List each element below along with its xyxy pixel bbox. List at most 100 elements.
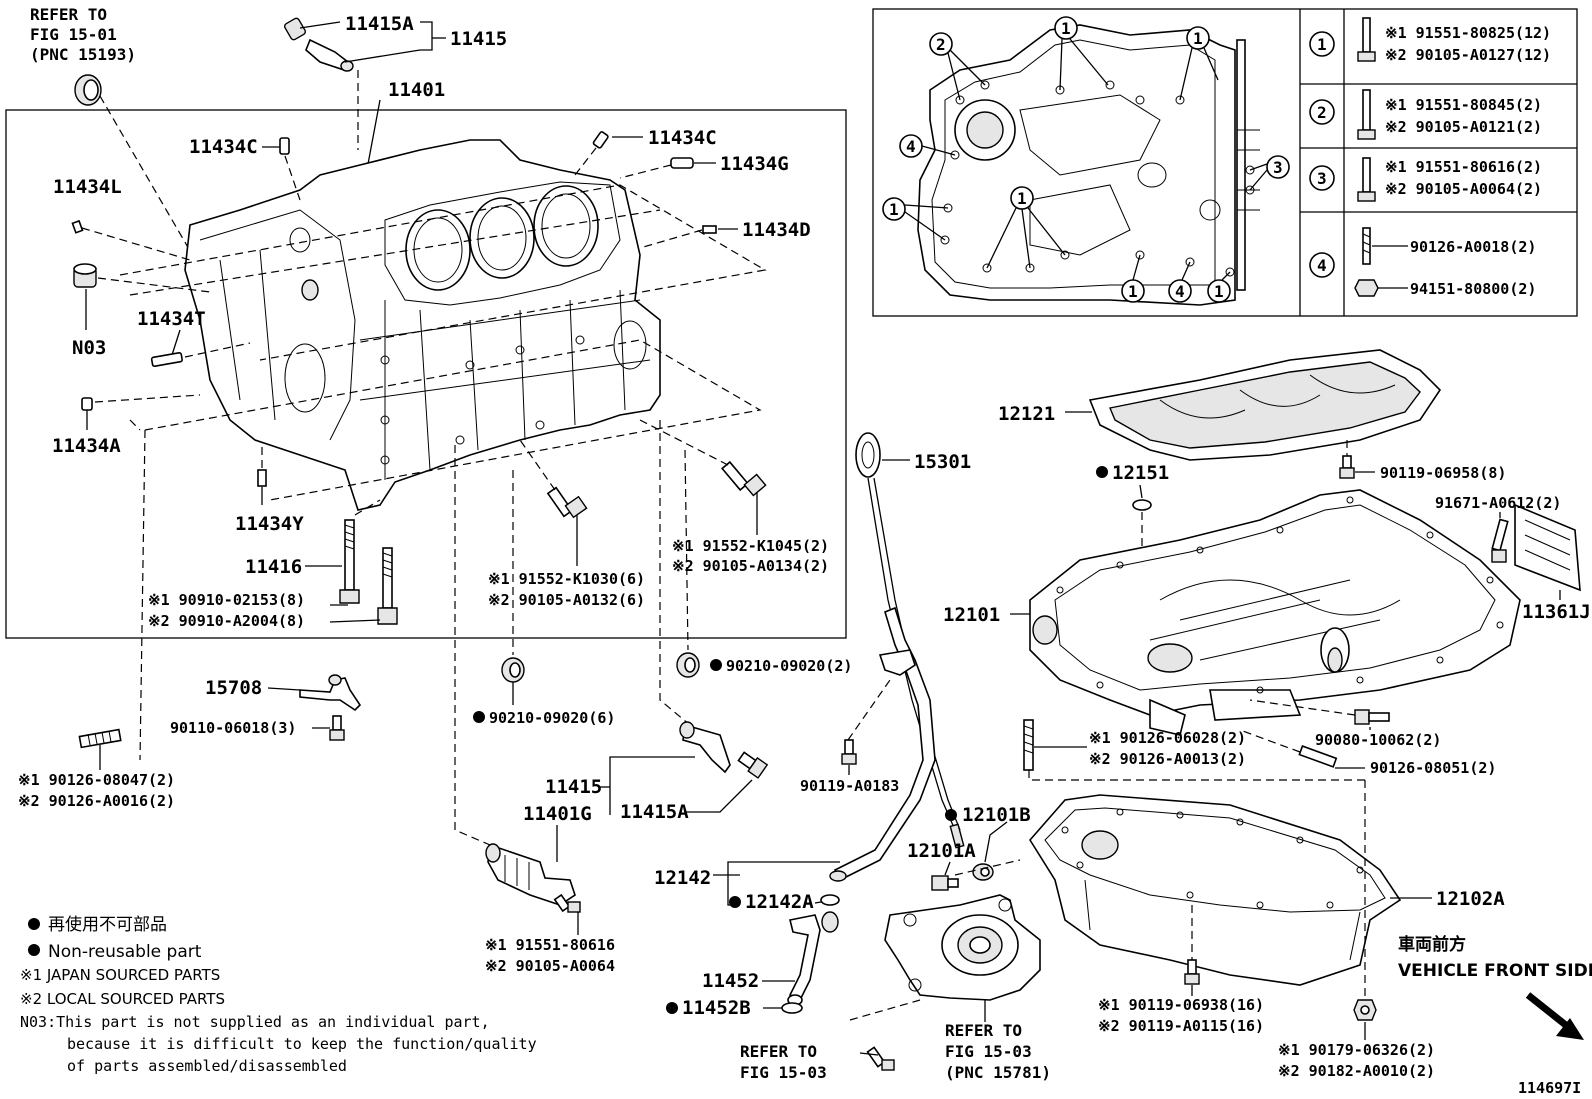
- gasket-90210-2: [676, 652, 700, 678]
- dipstick-guide-12142: [829, 606, 936, 882]
- svg-text:1: 1: [1128, 282, 1138, 301]
- stud-90126-06028: [1023, 719, 1034, 771]
- bolt-91552-K1045: [721, 460, 767, 497]
- stud-90126-08051: [1298, 745, 1338, 768]
- row4-line2: 94151-80800(2): [1410, 280, 1536, 298]
- row3-line2: ※2 90105-A0064(2): [1385, 180, 1542, 198]
- label-11434D: 11434D: [742, 219, 811, 241]
- label-11415-top: 11415: [450, 28, 507, 50]
- label-11434G: 11434G: [720, 153, 789, 175]
- bolt-11416: [339, 519, 398, 625]
- label-11434A: 11434A: [52, 435, 121, 457]
- label-90119-06938: ※1 90119-06938(16): [1098, 996, 1264, 1014]
- stud-90126-08047: [78, 728, 122, 749]
- label-90105-A0134: ※2 90105-A0134(2): [672, 557, 829, 575]
- row4-number: 4: [1317, 256, 1327, 275]
- label-91552-K1030: ※1 91552-K1030(6): [488, 570, 645, 588]
- oring-12151: [1132, 499, 1152, 511]
- pin-11434L: [71, 219, 84, 234]
- bolt-90119-A0183: [841, 739, 857, 765]
- legend-note2: ※2 LOCAL SOURCED PARTS: [20, 990, 225, 1008]
- row1-line1: ※1 91551-80825(12): [1385, 24, 1551, 42]
- svg-text:4: 4: [906, 137, 916, 156]
- oil-seal-ring: [74, 74, 102, 106]
- label-90210-2: 90210-09020(2): [726, 657, 852, 675]
- legend-n03-line2: because it is difficult to keep the func…: [67, 1035, 537, 1053]
- gasket-90210-6: [501, 657, 525, 683]
- row3-number: 3: [1317, 169, 1327, 188]
- svg-text:2: 2: [936, 35, 946, 54]
- plug-N03: [73, 263, 97, 288]
- ref-top-left-line1: REFER TO: [30, 5, 107, 24]
- label-90179-06326: ※1 90179-06326(2): [1278, 1041, 1435, 1059]
- front-side-jp: 車両前方: [1398, 934, 1466, 955]
- bolt-90110-06018: [329, 715, 345, 741]
- label-11401: 11401: [388, 79, 445, 101]
- label-11415A-low: 11415A: [620, 801, 689, 823]
- bolt-90080-10062: [1354, 709, 1390, 725]
- front-direction-arrow: [1525, 992, 1584, 1040]
- nut-90179-06326: [1353, 999, 1377, 1021]
- label-11361J: 11361J: [1522, 601, 1591, 623]
- label-11452B: 11452B: [682, 997, 751, 1019]
- legend: 再使用不可部品 Non-reusable part ※1 JAPAN SOURC…: [20, 914, 537, 1075]
- ref-bottom-right-line1: REFER TO: [945, 1021, 1022, 1040]
- bolt-table-row-2: 2 ※1 91551-80845(2) ※2 90105-A0121(2): [1309, 89, 1542, 140]
- label-90126-08051: 90126-08051(2): [1370, 759, 1496, 777]
- front-side-en: VEHICLE FRONT SIDE: [1398, 961, 1592, 981]
- inset-callouts: 1 1 2 4 1 1 3 1 4 1: [882, 16, 1290, 303]
- legend-en: Non-reusable part: [48, 942, 202, 962]
- bolt-table-row-4: 4 90126-A0018(2) 94151-80800(2): [1309, 227, 1536, 298]
- legend-n03-line1: N03:This part is not supplied as an indi…: [20, 1013, 490, 1031]
- row2-line2: ※2 90105-A0121(2): [1385, 118, 1542, 136]
- label-91671-A0612: 91671-A0612(2): [1435, 494, 1561, 512]
- pin-11434Y: [257, 469, 267, 487]
- label-90126-06028: ※1 90126-06028(2): [1089, 729, 1246, 747]
- row2-line1: ※1 91551-80845(2): [1385, 96, 1542, 114]
- bolt-91551-80616-low: [553, 893, 581, 913]
- label-90210-6: 90210-09020(6): [489, 709, 615, 727]
- bolt-table-row-3: 3 ※1 91551-80616(2) ※2 90105-A0064(2): [1309, 157, 1542, 202]
- bolt-layout-inset-frame: [872, 8, 1578, 317]
- label-90182-A0010: ※2 90182-A0010(2): [1278, 1062, 1435, 1080]
- label-11434C-left: 11434C: [189, 136, 258, 158]
- label-90126-A0016: ※2 90126-A0016(2): [18, 792, 175, 810]
- svg-text:1: 1: [1193, 29, 1203, 48]
- label-12101: 12101: [943, 604, 1000, 626]
- row4-line1: 90126-A0018(2): [1410, 238, 1536, 256]
- bolt-90910-A2004: ※2 90910-A2004(8): [148, 612, 305, 630]
- label-11434T: 11434T: [137, 308, 206, 330]
- pin-11434C-right: [592, 131, 609, 149]
- drain-plug-12101A: [931, 875, 959, 891]
- svg-text:4: 4: [1175, 282, 1185, 301]
- label-12142A: 12142A: [745, 891, 814, 913]
- bolt-refer-fig15-03: [866, 1046, 895, 1071]
- oil-filter-bracket: [884, 894, 1041, 1001]
- svg-text:1: 1: [1017, 189, 1027, 208]
- lower-oil-pan-12102A: [1029, 794, 1402, 986]
- label-11415A-top: 11415A: [345, 13, 414, 35]
- cylinder-block: [184, 139, 661, 511]
- label-11401G: 11401G: [523, 803, 592, 825]
- oring-12142A: [820, 894, 840, 906]
- label-12102A: 12102A: [1436, 888, 1505, 910]
- timing-cover-outline: [917, 24, 1260, 306]
- svg-text:1: 1: [1061, 19, 1071, 38]
- oil-pan-12101: [1029, 489, 1521, 736]
- label-90110-06018: 90110-06018(3): [170, 719, 296, 737]
- bolt-table-row-1: 1 ※1 91551-80825(12) ※2 90105-A0127(12): [1309, 17, 1551, 64]
- gasket-12101B: [972, 863, 994, 881]
- label-11434Y: 11434Y: [235, 513, 304, 535]
- label-90119-06958: 90119-06958(8): [1380, 464, 1506, 482]
- label-90105-A0064: ※2 90105-A0064: [485, 957, 615, 975]
- label-90119-A0115: ※2 90119-A0115(16): [1098, 1017, 1264, 1035]
- pin-11434T: [150, 351, 183, 368]
- ref-top-left-line3: (PNC 15193): [30, 45, 136, 64]
- ref-bottom-middle-line2: FIG 15-03: [740, 1063, 827, 1082]
- row1-line2: ※2 90105-A0127(12): [1385, 46, 1551, 64]
- figure-id: 114697I: [1518, 1079, 1581, 1097]
- label-11434C-right: 11434C: [648, 127, 717, 149]
- ref-top-left-line2: FIG 15-01: [30, 25, 117, 44]
- label-11434L: 11434L: [53, 176, 122, 198]
